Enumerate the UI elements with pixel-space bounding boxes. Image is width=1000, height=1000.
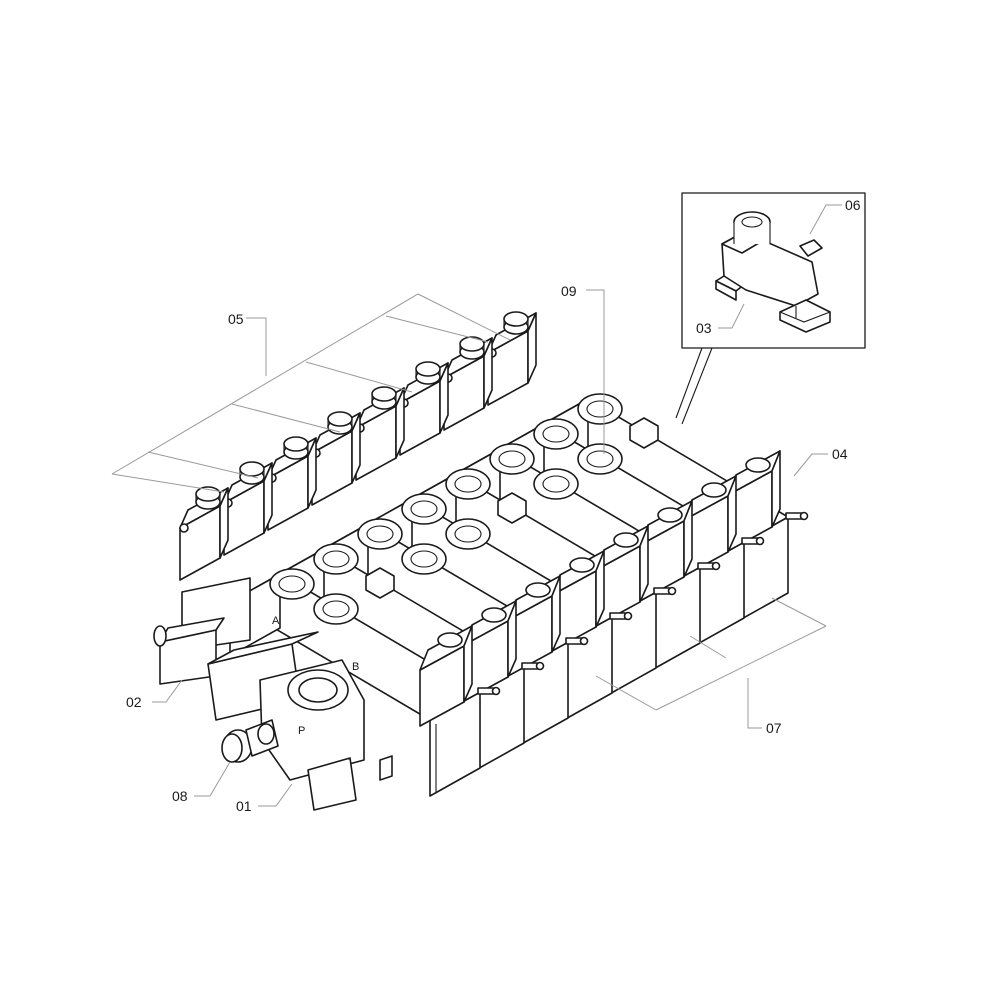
- port-boss: [489, 443, 579, 500]
- front-solenoid-row: [419, 450, 809, 727]
- port-p-label: P: [298, 725, 305, 737]
- port-a-label: A: [272, 615, 280, 627]
- front-solenoid-coil: [683, 475, 765, 577]
- port-boss: [357, 518, 447, 575]
- port-boss: [577, 393, 659, 449]
- callout-09: 09: [561, 283, 577, 299]
- manual-override-pin: [477, 687, 495, 695]
- callout-08: 08: [172, 788, 188, 804]
- back-solenoid-coil: [311, 411, 361, 506]
- pressure-fitting: [221, 719, 279, 763]
- callout-04: 04: [832, 446, 848, 462]
- port-boss: [445, 468, 527, 524]
- manual-override-pin: [609, 612, 627, 620]
- manual-override-pin: [785, 512, 803, 520]
- back-solenoid-coil: [487, 311, 537, 406]
- front-solenoid-coil: [507, 575, 589, 677]
- callout-02: 02: [126, 694, 142, 710]
- hex-plug: [629, 417, 659, 449]
- manual-override-pin: [741, 537, 759, 545]
- back-solenoid-coil: [355, 386, 405, 481]
- end-cap-detail: [715, 211, 831, 333]
- front-solenoid-coil: [551, 550, 633, 652]
- detail-inset: [675, 192, 866, 425]
- back-solenoid-coil: [179, 486, 229, 581]
- port-boss: [313, 543, 395, 599]
- back-solenoid-coil: [443, 336, 493, 431]
- front-solenoid-coil: [595, 525, 677, 627]
- front-solenoid-coil: [419, 625, 501, 727]
- callout-labels: 05 09 06 03 04 07 02 08 01 A B P: [126, 197, 861, 814]
- manual-override-pin: [697, 562, 715, 570]
- back-solenoid-coil: [399, 361, 449, 456]
- valve-body-section: [229, 573, 481, 797]
- port-boss: [401, 493, 491, 550]
- leader-lines: [111, 204, 842, 807]
- port-b-label: B: [352, 661, 359, 673]
- back-solenoid-coil: [223, 461, 273, 556]
- inlet-section: [153, 577, 393, 811]
- back-solenoid-coil: [267, 436, 317, 531]
- hex-plug: [365, 567, 395, 599]
- manual-override-pin: [565, 637, 583, 645]
- callout-01: 01: [236, 798, 252, 814]
- top-port-row: [269, 393, 659, 625]
- callout-05: 05: [228, 311, 244, 327]
- front-solenoid-coil: [639, 500, 721, 602]
- port-boss: [533, 418, 623, 475]
- callout-07: 07: [766, 720, 782, 736]
- manual-override-pin: [653, 587, 671, 595]
- port-boss: [269, 568, 359, 625]
- back-solenoid-row: [179, 311, 537, 581]
- manual-override-pin: [521, 662, 539, 670]
- front-solenoid-coil: [463, 600, 545, 702]
- hex-plug: [497, 492, 527, 524]
- callout-03: 03: [696, 320, 712, 336]
- callout-06: 06: [845, 197, 861, 213]
